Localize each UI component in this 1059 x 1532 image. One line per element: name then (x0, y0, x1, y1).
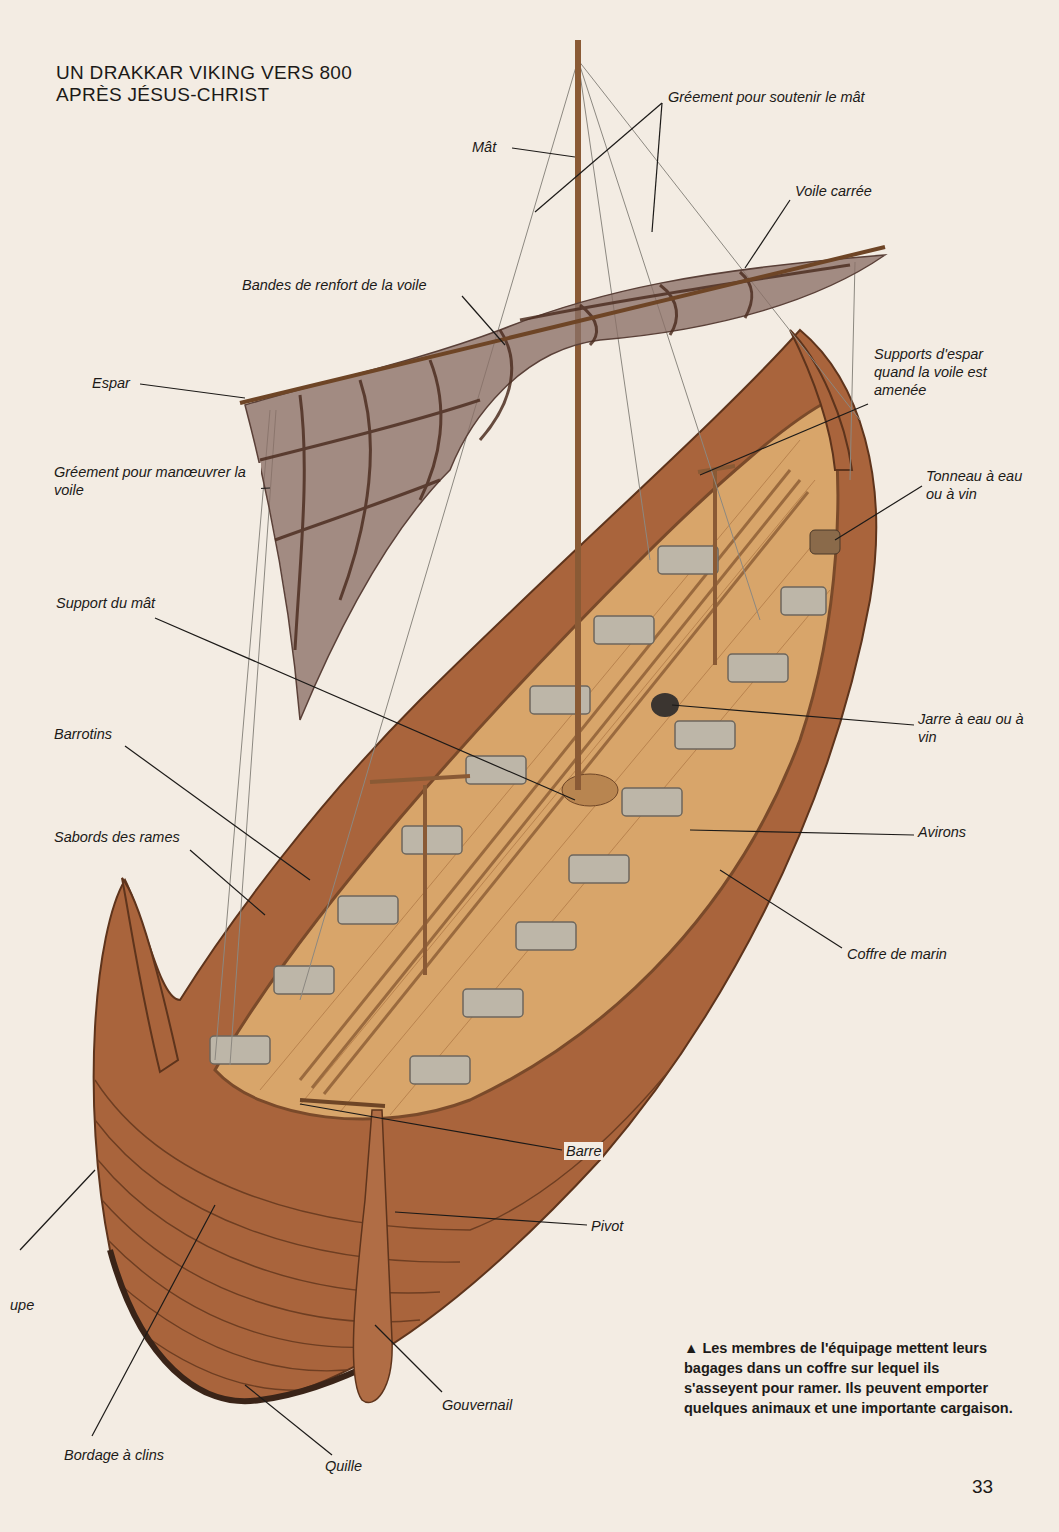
leader-lines (20, 103, 922, 1455)
part-label: Pivot (589, 1217, 625, 1235)
part-label: Barre (564, 1142, 603, 1160)
title: UN DRAKKAR VIKING VERS 800 APRÈS JÉSUS-C… (56, 62, 356, 106)
part-label: Coffre de marin (845, 945, 949, 963)
part-label: Bordage à clins (62, 1446, 166, 1464)
part-label: Gréement pour soutenir le mât (666, 88, 867, 106)
part-label: Mât (470, 138, 498, 156)
part-label: Bandes de renfort de la voile (240, 276, 429, 294)
part-label: Gréement pour manœuvrer la voile (52, 463, 261, 499)
part-label: Barrotins (52, 725, 114, 743)
part-label: Supports d'espar quand la voile est amen… (872, 345, 1026, 399)
part-label: Quille (323, 1457, 364, 1475)
part-label: Avirons (916, 823, 968, 841)
part-label: Gouvernail (440, 1396, 514, 1414)
part-label: upe (8, 1296, 36, 1314)
part-label: Sabords des rames (52, 828, 182, 846)
part-label: Support du mât (54, 594, 157, 612)
part-label: Espar (90, 374, 132, 392)
part-label: Voile carrée (793, 182, 874, 200)
caption: ▲ Les membres de l'équipage mettent leur… (684, 1338, 1014, 1418)
page-number: 33 (970, 1478, 995, 1496)
part-label: Jarre à eau ou à vin (916, 710, 1030, 746)
part-label: Tonneau à eau ou à vin (924, 467, 1040, 503)
